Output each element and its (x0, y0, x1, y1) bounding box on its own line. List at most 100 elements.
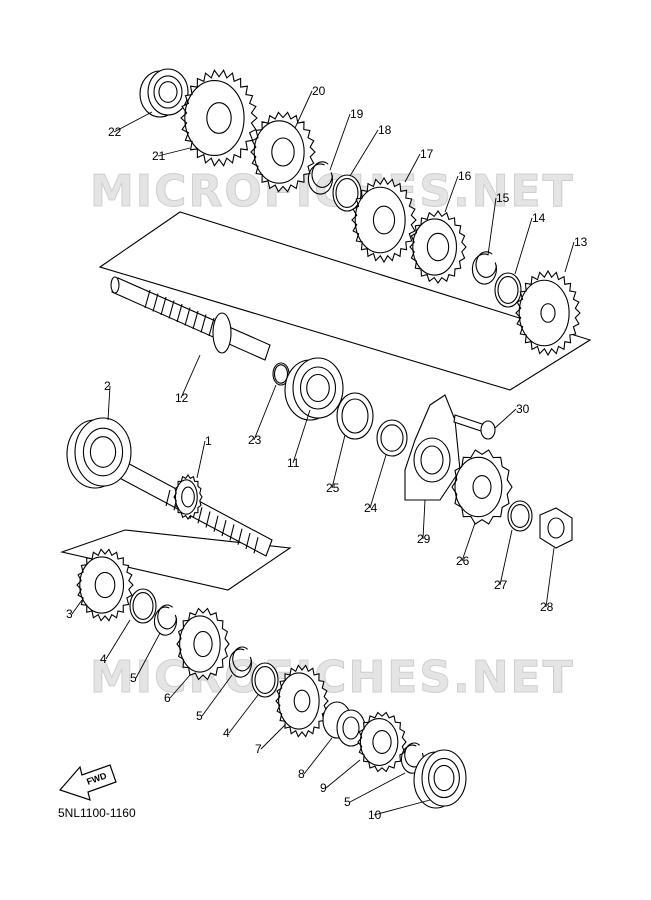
circlip-5a (153, 604, 178, 636)
seal-25 (336, 392, 374, 440)
label-p3: 3 (66, 607, 73, 621)
label-p11: 11 (287, 456, 300, 470)
lock-washer-27 (507, 500, 533, 532)
circlip-19 (307, 161, 333, 195)
leader-p3 (71, 599, 83, 615)
washer-4a (129, 588, 157, 624)
leader-p13 (564, 241, 575, 273)
leader-p14 (514, 217, 533, 275)
leader-p24 (369, 454, 387, 509)
leader-p10 (373, 799, 431, 816)
label-p8: 8 (298, 767, 305, 781)
leader-p23 (253, 384, 277, 441)
gear-20 (250, 111, 316, 193)
washer-18 (332, 174, 362, 212)
leader-p25 (331, 434, 346, 489)
retainer-29 (404, 394, 461, 501)
label-p10: 10 (368, 808, 382, 822)
label-p16: 16 (458, 169, 472, 183)
leader-p7 (260, 724, 286, 750)
washer-14 (494, 272, 522, 308)
leader-p15 (487, 197, 497, 256)
bearing-2 (66, 417, 132, 489)
leader-p5b (201, 674, 233, 717)
label-p6: 6 (164, 691, 171, 705)
leader-p16 (444, 175, 459, 213)
label-p23: 23 (248, 433, 262, 447)
label-p15: 15 (496, 191, 510, 205)
gear-21 (180, 69, 258, 167)
washer-4b (251, 662, 279, 698)
label-p1: 1 (205, 434, 212, 448)
label-p20: 20 (312, 84, 326, 98)
label-p4b: 4 (223, 726, 230, 740)
leader-p5a (135, 632, 161, 679)
label-p22: 22 (108, 125, 122, 139)
label-p27: 27 (494, 578, 508, 592)
label-p5b: 5 (196, 709, 203, 723)
gear-3 (76, 548, 134, 622)
label-p9: 9 (320, 781, 327, 795)
leader-p22 (113, 111, 153, 133)
label-p13: 13 (574, 235, 588, 249)
diagram-code: 5NL1100-1160 (58, 806, 136, 820)
drive-gear-1 (173, 474, 203, 520)
leader-p19 (329, 113, 351, 171)
lower-gear-outline (60, 529, 292, 591)
label-p12: 12 (175, 391, 189, 405)
label-p4a: 4 (100, 652, 107, 666)
label-p7: 7 (255, 742, 262, 756)
leader-p12 (180, 354, 201, 399)
gear-7 (275, 664, 329, 738)
nut-28 (539, 507, 573, 549)
leader-p8 (303, 737, 333, 775)
circlip-15 (471, 251, 497, 285)
leader-p2 (107, 385, 111, 421)
leader-p29 (422, 499, 426, 540)
fwd-arrow-icon: FWD (58, 764, 117, 801)
gear-16 (409, 210, 467, 284)
leader-p28 (545, 547, 555, 608)
watermark-bottom: MICROFICHES.NET (90, 652, 575, 704)
label-p24: 24 (364, 501, 378, 515)
upper-shaft-outline (98, 211, 592, 391)
leader-p18 (349, 129, 379, 177)
gear-9 (357, 711, 407, 773)
leader-p21 (157, 147, 191, 157)
bolt-30 (453, 414, 496, 440)
label-p30: 30 (516, 402, 530, 416)
needle-bearing-8 (322, 701, 366, 747)
label-p14: 14 (532, 211, 546, 225)
label-p26: 26 (456, 554, 470, 568)
label-p2: 2 (104, 379, 111, 393)
main-shaft-12 (110, 276, 271, 361)
label-p19: 19 (350, 107, 364, 121)
circlip-5b (228, 646, 253, 678)
leader-p27 (499, 529, 513, 586)
label-p5a: 5 (130, 671, 137, 685)
label-p21: 21 (152, 149, 166, 163)
label-p5c: 5 (344, 795, 351, 809)
leader-p6 (169, 674, 191, 699)
leader-p26 (461, 522, 476, 562)
label-p17: 17 (420, 147, 434, 161)
leader-p4a (105, 619, 131, 660)
leader-p1 (196, 440, 206, 479)
leader-p20 (294, 90, 313, 129)
label-p28: 28 (540, 600, 554, 614)
leader-p4b (228, 694, 259, 734)
sprocket-26 (451, 449, 513, 525)
bearing-22 (139, 68, 189, 118)
bearing-10 (413, 749, 467, 809)
label-p29: 29 (417, 532, 431, 546)
collar-24 (376, 419, 408, 457)
leader-p9 (325, 759, 361, 789)
leader-p5c (349, 772, 406, 803)
leader-p17 (404, 153, 421, 183)
gear-6 (176, 607, 230, 681)
leader-p30 (494, 408, 517, 429)
label-p18: 18 (378, 123, 392, 137)
gear-13 (515, 269, 581, 357)
gear-17 (351, 176, 417, 264)
